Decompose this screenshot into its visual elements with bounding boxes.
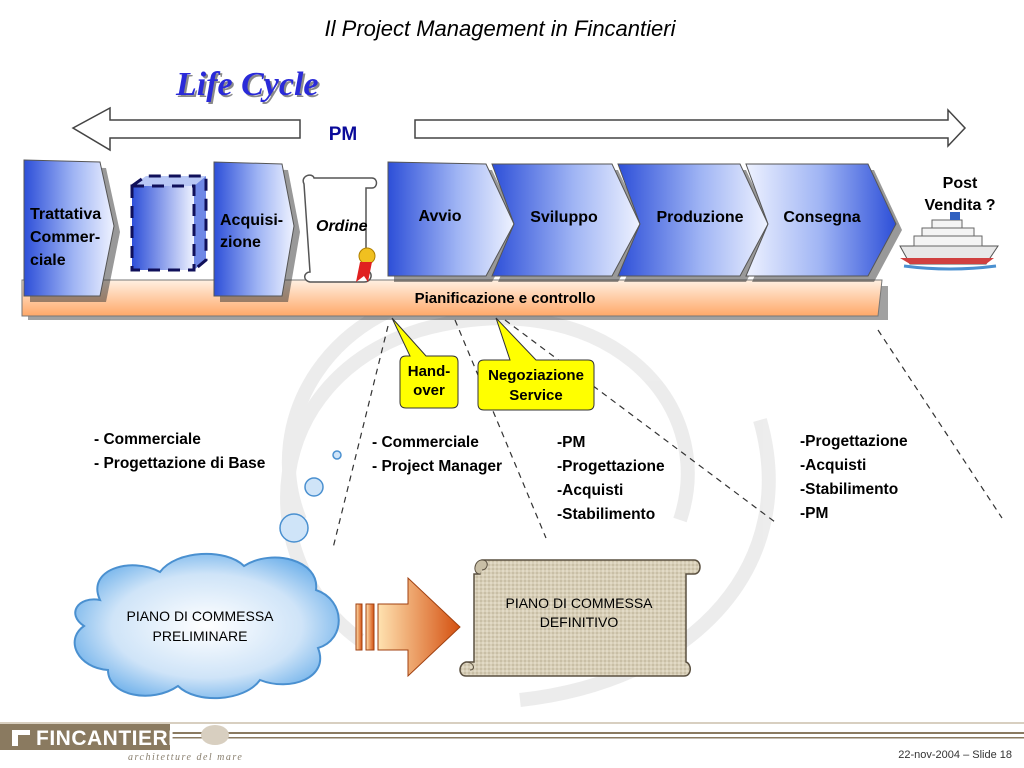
phase-ordine: Ordine: [316, 218, 368, 235]
list-commerciale-base: - Commerciale - Progettazione di Base: [94, 431, 266, 472]
phase-consegna: Consegna: [783, 209, 861, 226]
lifecycle-heading: Life Cycle: [176, 66, 319, 103]
post-vendita-label: Post Vendita ?: [924, 175, 996, 214]
chevron-avvio: [387, 161, 520, 282]
dashed-guide-lines: [332, 319, 1003, 549]
scroll-definitivo-icon: [459, 559, 701, 677]
list-commerciale-pm: - Commerciale - Project Manager: [372, 434, 503, 475]
pianificazione-label: Pianificazione e controllo: [414, 290, 596, 307]
piano-preliminare-label: PIANO DI COMMESSA PRELIMINARE: [126, 608, 274, 644]
callout-handover: [391, 317, 459, 409]
piano-definitivo-label: PIANO DI COMMESSA DEFINITIVO: [505, 595, 653, 630]
block-arrow-icon: [355, 576, 461, 678]
phase-avvio: Avvio: [418, 208, 462, 225]
chevron-acquisizione: [213, 161, 300, 302]
callout-negoziazione: [477, 317, 595, 411]
pm-label: PM: [328, 124, 358, 145]
footer-tagline: architetture del mare: [128, 752, 244, 763]
chevron-sviluppo: [491, 163, 646, 282]
thought-bubbles-icon: [279, 450, 342, 543]
footer-logo-text: FINCANTIERI: [36, 727, 175, 750]
footer-bar: [0, 722, 1024, 768]
list-pm-progettazione: -PM -Progettazione -Acquisti -Stabilimen…: [557, 434, 665, 523]
list-progettazione-pm: -Progettazione -Acquisti -Stabilimento -…: [800, 433, 908, 522]
ship-icon: [899, 212, 999, 271]
phase-trattativa: Trattativa Commer- ciale: [30, 206, 102, 269]
phase-produzione: Produzione: [656, 209, 744, 226]
cube-icon: [130, 174, 208, 272]
fincantieri-logo-icon: [12, 730, 30, 746]
double-arrow-icon: [71, 106, 967, 152]
chevron-consegna: [745, 163, 902, 282]
phase-sviluppo: Sviluppo: [530, 209, 598, 226]
footer-date-slide: 22-nov-2004 – Slide 18: [898, 749, 1012, 761]
callout-negoziazione-label: Negoziazione Service: [488, 367, 584, 404]
page-title: Il Project Management in Fincantieri: [324, 16, 676, 41]
callout-handover-label: Hand- over: [407, 363, 451, 399]
scroll-certificate-icon: [302, 174, 378, 283]
phase-acquisizione: Acquisi- zione: [220, 212, 284, 251]
chevron-produzione: [617, 163, 774, 282]
chevron-trattativa: [23, 159, 120, 302]
cloud-icon: [73, 552, 340, 700]
